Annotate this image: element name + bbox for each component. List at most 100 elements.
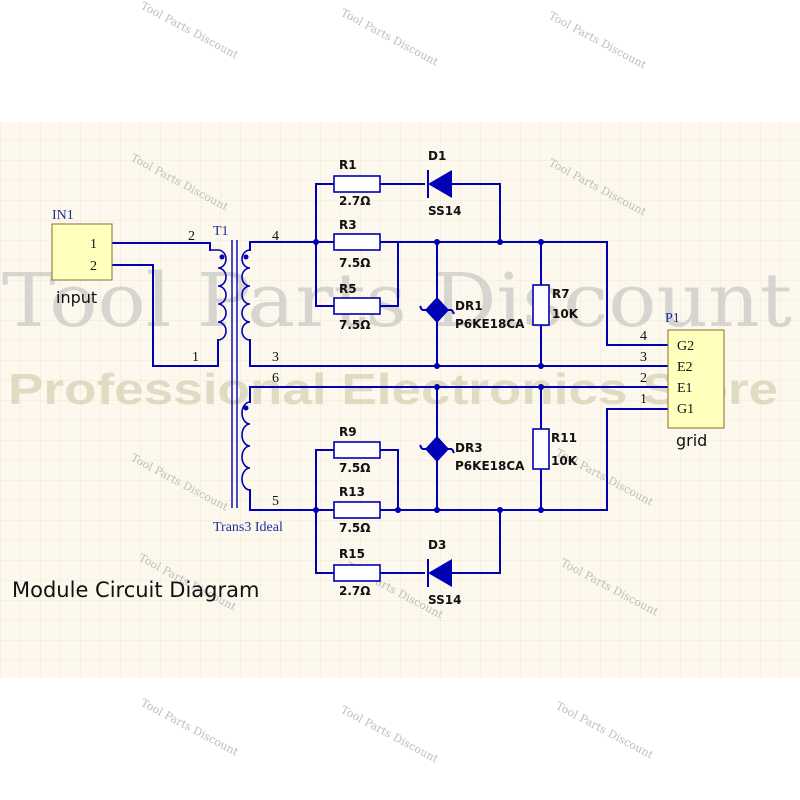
r9-ref: R9 <box>339 425 357 439</box>
dr3-triangle-up <box>425 436 449 449</box>
t1-dots <box>219 254 249 411</box>
dr3-ref: DR3 <box>455 441 483 455</box>
junction-dot <box>434 239 440 245</box>
t1-primary-coil <box>217 249 227 341</box>
r11-ref: R11 <box>551 431 577 445</box>
p1-designator: P1 <box>665 311 680 326</box>
wires <box>111 183 669 574</box>
r1-value: 2.7Ω <box>339 194 370 208</box>
d1-triangle <box>428 170 452 198</box>
diode-d1 <box>427 170 452 198</box>
p1-pin-number-3: 3 <box>640 350 647 365</box>
junction-dot <box>395 507 401 513</box>
in1-pin2-number: 2 <box>90 259 97 274</box>
watermark-small: Tool Parts Discount <box>139 0 241 62</box>
diagram-caption: Module Circuit Diagram <box>12 578 259 602</box>
diode-d3 <box>427 559 452 587</box>
wire-d3-out <box>451 509 501 574</box>
p1-name: grid <box>676 431 707 450</box>
wire-r1-branch <box>315 183 335 243</box>
d1-ref: D1 <box>428 149 446 163</box>
watermark-small: Tool Parts Discount <box>554 699 656 762</box>
p1-body <box>667 329 725 429</box>
wire-r5-branch <box>315 241 335 307</box>
t1-transformer <box>210 240 251 508</box>
r13-ref: R13 <box>339 485 365 499</box>
junction-dot <box>538 363 544 369</box>
r13-value: 7.5Ω <box>339 521 370 535</box>
r3-value: 7.5Ω <box>339 256 370 270</box>
schematic-grid <box>0 122 800 678</box>
in1-connector: IN1 1 2 input <box>51 208 113 307</box>
junction-dot <box>434 384 440 390</box>
t1-pin5: 5 <box>272 494 279 509</box>
p1-pin-name-g2: G2 <box>677 339 694 354</box>
r1-body <box>333 175 381 193</box>
watermark-small: Tool Parts Discount <box>139 696 241 759</box>
r9-body <box>333 441 381 459</box>
t1-pin4: 4 <box>272 229 279 244</box>
part-labels: R1 2.7Ω D1 SS14 R3 7.5Ω R5 7.5Ω DR1 P6KE… <box>339 149 579 607</box>
p1-pin-name-e2: E2 <box>677 360 693 375</box>
wire-g2 <box>606 241 669 346</box>
dr1-triangle-up <box>425 297 449 310</box>
t1-pin6: 6 <box>272 371 279 386</box>
wire-r9-r13-join <box>379 449 399 511</box>
r11-value: 10K <box>551 454 578 468</box>
d3-value: SS14 <box>428 593 461 607</box>
in1-pin1-number: 1 <box>90 237 97 252</box>
r7-ref: R7 <box>552 287 570 301</box>
in1-body <box>51 223 113 281</box>
p1-pin-name-g1: G1 <box>677 402 694 417</box>
p1-pin-number-4: 4 <box>640 329 647 344</box>
junction-dot <box>434 507 440 513</box>
dr1-ref: DR1 <box>455 299 483 313</box>
r3-body <box>333 233 381 251</box>
t1-pin-numbers: 2 1 4 3 6 5 <box>188 229 279 509</box>
r7-value: 10K <box>552 307 579 321</box>
wire-r15-branch <box>315 509 335 574</box>
t1-polarity-dot <box>219 254 225 260</box>
watermark-small: Tool Parts Discount <box>547 9 649 72</box>
junction-dot <box>538 384 544 390</box>
resistor-bodies <box>333 175 550 582</box>
dr1-triangle-down <box>425 310 449 323</box>
junction-dot <box>434 363 440 369</box>
t1-model: Trans3 Ideal <box>213 520 283 535</box>
t1-secondary-lower-coil <box>241 401 251 491</box>
tvs-dr1 <box>419 297 455 323</box>
t1-secondary-upper-coil <box>241 249 251 341</box>
watermark-small: Tool Parts Discount <box>339 703 441 766</box>
in1-name: input <box>56 288 97 307</box>
dr3-value: P6KE18CA <box>455 459 525 473</box>
d3-ref: D3 <box>428 538 446 552</box>
r5-value: 7.5Ω <box>339 318 370 332</box>
wire-r9-branch <box>315 449 335 511</box>
junction-dot <box>313 239 319 245</box>
wire-t1-pin4 <box>249 241 608 251</box>
dr1-value: P6KE18CA <box>455 317 525 331</box>
wire-e2 <box>249 339 669 367</box>
t1-primary-lead <box>210 249 219 348</box>
tvs-dr3 <box>419 436 455 462</box>
wire-t1-pin5 <box>249 489 608 511</box>
junction-dot <box>497 507 503 513</box>
watermark-small: Tool Parts Discount <box>339 6 441 69</box>
in1-designator: IN1 <box>52 208 74 223</box>
t1-polarity-dot <box>243 405 249 411</box>
junction-dot <box>497 239 503 245</box>
p1-pin-name-e1: E1 <box>677 381 693 396</box>
r13-body <box>333 501 381 519</box>
r9-value: 7.5Ω <box>339 461 370 475</box>
wire-d1-out <box>451 183 501 243</box>
t1-polarity-dot <box>243 254 249 260</box>
wire-in1-pin2 <box>111 264 219 367</box>
junction-dot <box>538 239 544 245</box>
d1-value: SS14 <box>428 204 461 218</box>
t1-designator: T1 <box>213 224 229 239</box>
r1-ref: R1 <box>339 158 357 172</box>
wire-e1 <box>249 386 669 403</box>
wire-r3-r5-join <box>379 241 399 307</box>
junction-dot <box>313 507 319 513</box>
